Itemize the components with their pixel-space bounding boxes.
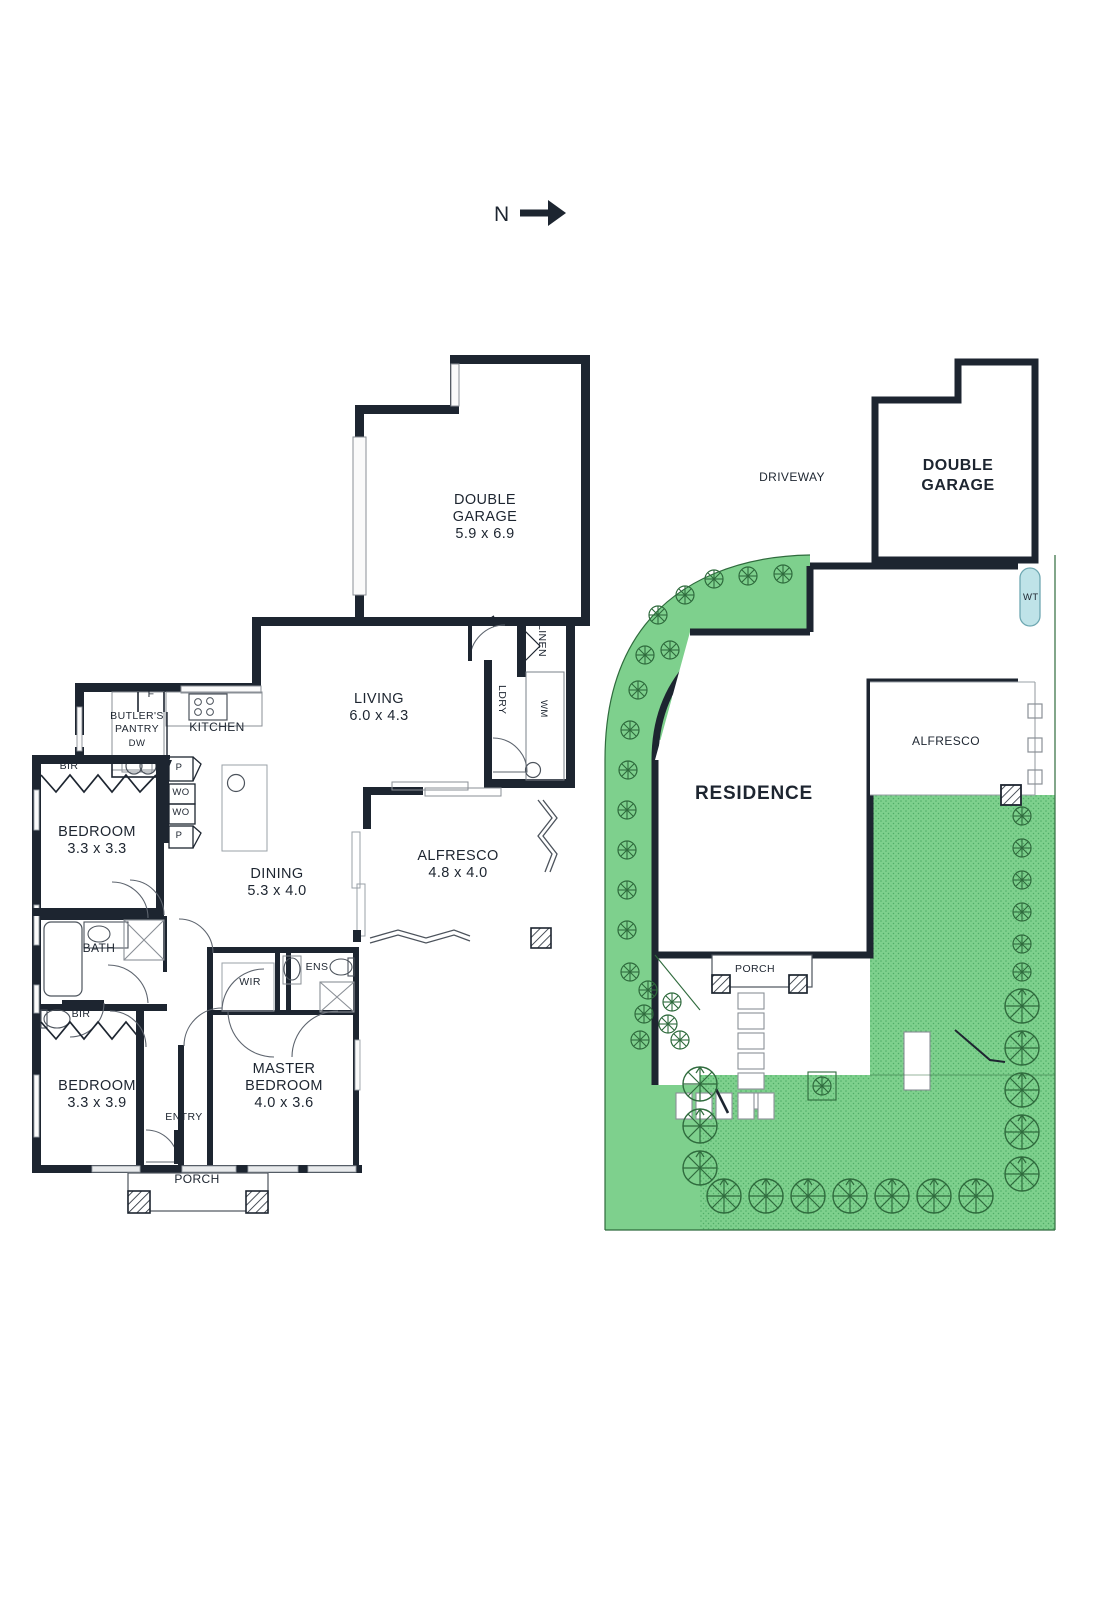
- label-fridge: F: [147, 688, 155, 700]
- room-dining-name: DINING: [250, 866, 304, 882]
- water-tank: [1019, 567, 1041, 627]
- room-double-garage-line1: DOUBLE: [453, 492, 517, 508]
- room-bedroom-2-name: BEDROOM: [58, 824, 136, 840]
- label-bath: BATH: [82, 941, 116, 955]
- lawn-area: [700, 795, 1055, 1230]
- label-linen: LINEN: [536, 624, 548, 657]
- site-alfresco: [870, 681, 1036, 806]
- label-dishwasher: DW: [128, 738, 146, 749]
- siteplan-right: [604, 358, 1056, 1231]
- room-master-dim: 4.0 x 3.6: [254, 1095, 314, 1111]
- bedroom3-walls: [40, 1010, 147, 1173]
- north-arrow-icon: [520, 200, 566, 226]
- label-washing-machine: WM: [538, 700, 549, 718]
- label-site-double-garage: DOUBLE GARAGE: [921, 456, 994, 496]
- rear-path: [954, 1029, 1006, 1063]
- side-pillars: [1027, 703, 1043, 785]
- room-living-name: LIVING: [354, 691, 404, 707]
- yard-feature: [903, 1031, 931, 1091]
- label-pantry-lower: P: [175, 830, 183, 841]
- dining-alfresco-detail: [351, 799, 558, 949]
- label-wall-oven-1: WO: [172, 787, 190, 798]
- label-bir-bedroom2: BIR: [59, 760, 79, 772]
- site-garage: [810, 358, 1039, 570]
- room-master-line2: BEDROOM: [245, 1078, 323, 1094]
- garage-walls: [252, 355, 590, 687]
- label-butlers-pantry-line1: BUTLER'S: [110, 710, 164, 722]
- laundry-block: [484, 617, 575, 788]
- label-residence: RESIDENCE: [694, 783, 814, 804]
- bath-walls: [40, 881, 167, 1038]
- room-bedroom-3: BEDROOM 3.3 x 3.9: [58, 1078, 136, 1112]
- room-dining: DINING 5.3 x 4.0: [247, 866, 306, 900]
- bedroom2-walls: [32, 764, 165, 916]
- label-water-tank: WT: [1023, 592, 1039, 603]
- porch-floorplan: [127, 1172, 269, 1214]
- label-kitchen: KITCHEN: [189, 720, 245, 734]
- room-bedroom-3-name: BEDROOM: [58, 1078, 136, 1094]
- house-left-wall: [32, 755, 164, 1173]
- label-ens: ENS: [305, 961, 329, 973]
- room-alfresco-name: ALFRESCO: [417, 848, 499, 864]
- garden-feature: [807, 1071, 837, 1101]
- room-master-line1: MASTER: [252, 1061, 316, 1077]
- site-porch: [711, 954, 813, 994]
- label-wall-oven-2: WO: [172, 807, 190, 818]
- label-site-garage-line1: DOUBLE: [922, 457, 994, 474]
- room-double-garage-dim: 5.9 x 6.9: [455, 526, 515, 542]
- room-double-garage-line2: GARAGE: [452, 509, 518, 525]
- label-driveway: DRIVEWAY: [759, 470, 825, 484]
- room-living-dim: 6.0 x 4.3: [349, 708, 409, 724]
- north-label: N: [494, 203, 510, 226]
- label-laundry: LDRY: [496, 685, 508, 715]
- label-site-porch: PORCH: [735, 963, 775, 975]
- label-pantry-upper: P: [175, 762, 183, 773]
- label-site-alfresco: ALFRESCO: [912, 734, 980, 748]
- room-bedroom-3-dim: 3.3 x 3.9: [67, 1095, 127, 1111]
- room-alfresco: ALFRESCO 4.8 x 4.0: [417, 848, 498, 882]
- room-bedroom-2: BEDROOM 3.3 x 3.3: [58, 824, 136, 858]
- living-walls: [363, 781, 502, 829]
- label-entry: ENTRY: [165, 1111, 203, 1123]
- floorplan-left: [32, 355, 590, 1214]
- label-wir: WIR: [239, 976, 261, 988]
- room-alfresco-dim: 4.8 x 4.0: [428, 865, 488, 881]
- label-bir-bedroom3: BIR: [71, 1008, 91, 1020]
- room-master-bedroom: MASTER BEDROOM 4.0 x 3.6: [245, 1061, 323, 1112]
- stepping-stone-path: [675, 992, 775, 1120]
- room-dining-dim: 5.3 x 4.0: [247, 883, 307, 899]
- room-living: LIVING 6.0 x 4.3: [349, 691, 408, 725]
- label-site-garage-line2: GARAGE: [921, 477, 995, 494]
- label-porch-floorplan: PORCH: [174, 1172, 220, 1186]
- room-double-garage: DOUBLE GARAGE 5.9 x 6.9: [453, 492, 517, 543]
- room-bedroom-2-dim: 3.3 x 3.3: [67, 841, 127, 857]
- entry-master-walls: [32, 918, 362, 1173]
- garage-living-door: [468, 615, 515, 661]
- label-butlers-pantry-line2: PANTRY: [114, 723, 160, 735]
